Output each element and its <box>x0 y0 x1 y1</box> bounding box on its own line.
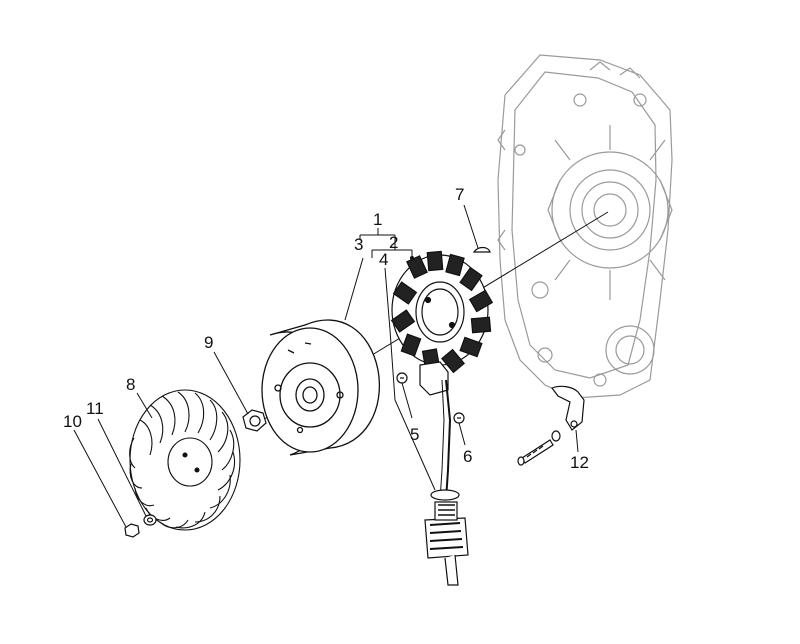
leader-lines <box>73 204 579 528</box>
woodruff-key <box>472 246 491 253</box>
crankcase-housing <box>497 54 673 399</box>
callout-6: 6 <box>463 447 472 466</box>
cable-bracket <box>551 385 585 431</box>
fan-washer <box>143 514 157 526</box>
callout-10: 10 <box>63 412 82 431</box>
callout-7: 7 <box>455 185 464 204</box>
wire-connector <box>424 501 469 586</box>
callout-2: 2 <box>389 233 398 252</box>
callout-12: 12 <box>570 453 589 472</box>
callout-4: 4 <box>379 250 388 269</box>
screw-6 <box>453 412 465 424</box>
callout-labels: 1 2 3 4 5 6 7 8 9 10 11 12 <box>63 185 589 472</box>
callout-3: 3 <box>354 235 363 254</box>
nut <box>242 409 267 432</box>
screw-5 <box>396 372 408 384</box>
callout-11: 11 <box>86 399 104 418</box>
callout-9: 9 <box>204 333 213 352</box>
callout-8: 8 <box>126 375 135 394</box>
cooling-fan <box>129 389 241 531</box>
fan-bolt <box>124 523 140 538</box>
stator <box>390 250 494 501</box>
bracket-bolt <box>517 430 561 466</box>
flywheel-rotor <box>261 319 380 456</box>
callout-5: 5 <box>410 425 419 444</box>
callout-1: 1 <box>373 210 382 229</box>
